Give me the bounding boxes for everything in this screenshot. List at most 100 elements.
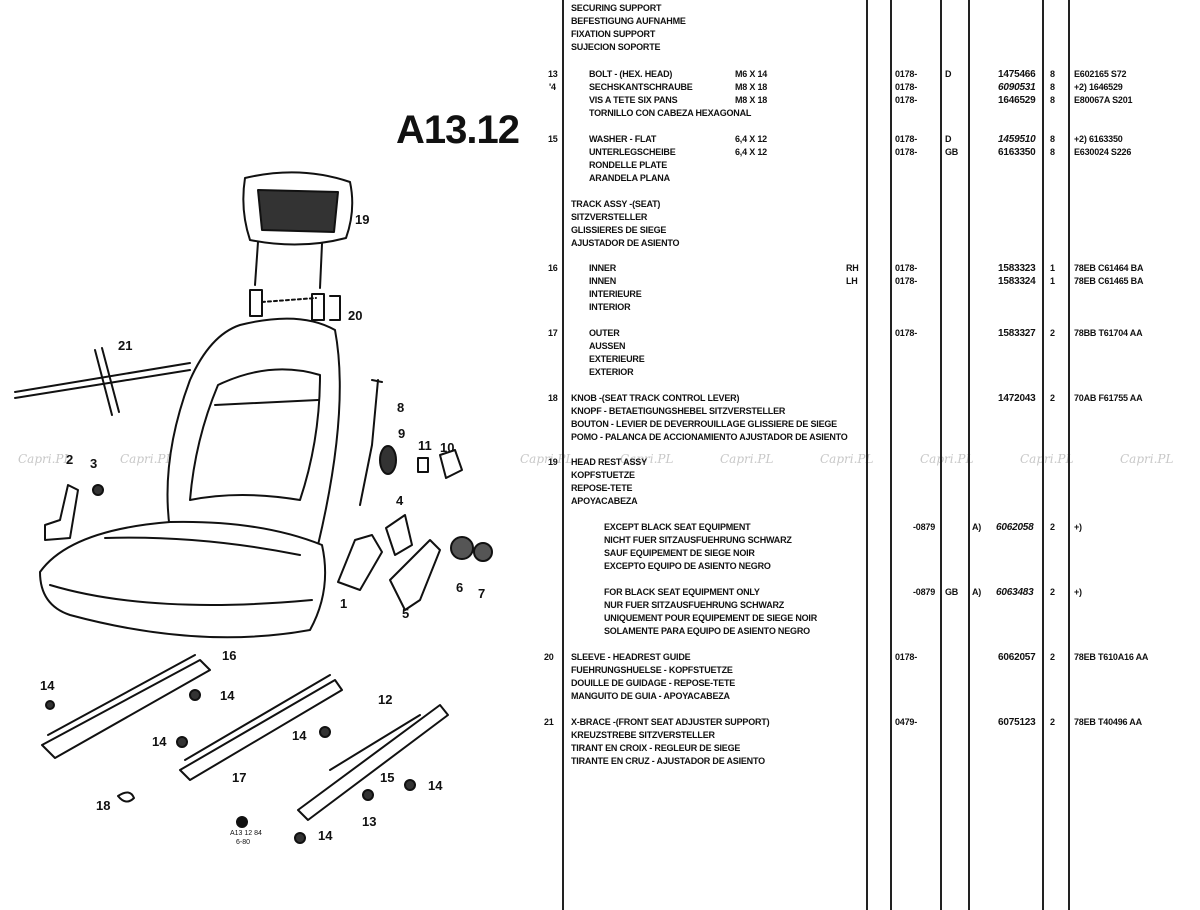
quantity: 2	[1050, 717, 1055, 727]
watermark: Capri.PL	[920, 452, 974, 466]
date-to: -0879	[913, 587, 936, 597]
date-from: 0178-	[895, 652, 918, 662]
callout-14: 14	[152, 734, 167, 749]
note: A)	[972, 587, 982, 597]
callout-1: 1	[340, 596, 347, 611]
column-rule	[1042, 0, 1044, 910]
engineering-ref: 70AB F61755 AA	[1074, 393, 1143, 403]
watermark: Capri.PL	[120, 452, 174, 466]
diagram-ref-date: 6-80	[236, 839, 250, 846]
item-number: 13	[548, 69, 558, 79]
part-number: 6075123	[998, 717, 1036, 728]
watermark: Capri.PL	[520, 452, 574, 466]
callout-16: 16	[222, 648, 236, 663]
quantity: 2	[1050, 587, 1055, 597]
part-description: X-BRACE -(FRONT SEAT ADJUSTER SUPPORT)KR…	[571, 717, 770, 766]
callout-7: 7	[478, 586, 485, 601]
diagram-ref-code: A13 12 84	[230, 830, 262, 837]
column-rule	[968, 0, 970, 910]
callout-3: 3	[90, 456, 97, 471]
watermark: Capri.PL	[18, 452, 72, 466]
callout-12: 12	[378, 692, 392, 707]
engineering-ref: +)	[1074, 522, 1082, 532]
callout-10: 10	[440, 440, 454, 455]
part-number: 6062057	[998, 652, 1036, 663]
item-number: 15	[548, 134, 558, 144]
column-rule	[562, 0, 564, 910]
callout-15: 15	[380, 770, 394, 785]
headrest-illustration	[242, 171, 354, 289]
engineering-ref: 78BB T61704 AA	[1074, 328, 1143, 338]
callout-21: 21	[118, 338, 132, 353]
callout-13: 13	[362, 814, 376, 829]
part-number: 6062058	[996, 522, 1034, 533]
column-rule	[1068, 0, 1070, 910]
part-number: 1472043	[998, 393, 1036, 404]
quantity: 2	[1050, 328, 1055, 338]
callout-18: 18	[96, 798, 110, 813]
column-rule	[890, 0, 892, 910]
quantity: 2	[1050, 393, 1055, 403]
engineering-ref: 78EB T610A16 AA	[1074, 652, 1149, 662]
engineering-ref: 78EB T40496 AA	[1074, 717, 1142, 727]
callout-14: 14	[428, 778, 443, 793]
callout-11: 11	[418, 438, 432, 453]
callout-6: 6	[456, 580, 463, 595]
watermark: Capri.PL	[820, 452, 874, 466]
callout-14: 14	[220, 688, 235, 703]
callout-9: 9	[398, 426, 405, 441]
callout-2: 2	[66, 452, 73, 467]
item-number: 17	[548, 328, 558, 338]
date-from: 0178-0178-0178-	[895, 69, 918, 105]
item-number: 16	[548, 263, 558, 273]
callout-4: 4	[396, 493, 404, 508]
watermark: Capri.PL	[620, 452, 674, 466]
watermark: Capri.PL	[720, 452, 774, 466]
part-description: KNOB -(SEAT TRACK CONTROL LEVER)KNOPF - …	[571, 393, 848, 442]
market-code: GB	[945, 587, 959, 597]
callout-17: 17	[232, 770, 246, 785]
callout-20: 20	[348, 308, 362, 323]
item-number: 20	[544, 652, 554, 662]
part-number: 1583327	[998, 328, 1036, 339]
watermark: Capri.PL	[1020, 452, 1074, 466]
note: A)	[972, 522, 982, 532]
quantity: 2	[1050, 522, 1055, 532]
item-number: 19	[548, 457, 558, 467]
market-code: D	[945, 69, 952, 79]
callout-19: 19	[355, 212, 369, 227]
column-rule	[940, 0, 942, 910]
engineering-ref: +)	[1074, 587, 1082, 597]
date-from: 0178-0178-	[895, 134, 918, 157]
seat-exploded-diagram: 19 20 21 8 9 11 10 2 3 4 1 5 6 7 16 14 1…	[14, 171, 493, 846]
item-number: 18	[548, 393, 558, 403]
callout-8: 8	[397, 400, 404, 415]
date-from: 0178-	[895, 328, 918, 338]
callout-5: 5	[402, 606, 409, 621]
watermark: Capri.PL	[1120, 452, 1174, 466]
item-mark: '4	[549, 82, 556, 92]
callout-14: 14	[318, 828, 333, 843]
date-from: 0479-	[895, 717, 918, 727]
